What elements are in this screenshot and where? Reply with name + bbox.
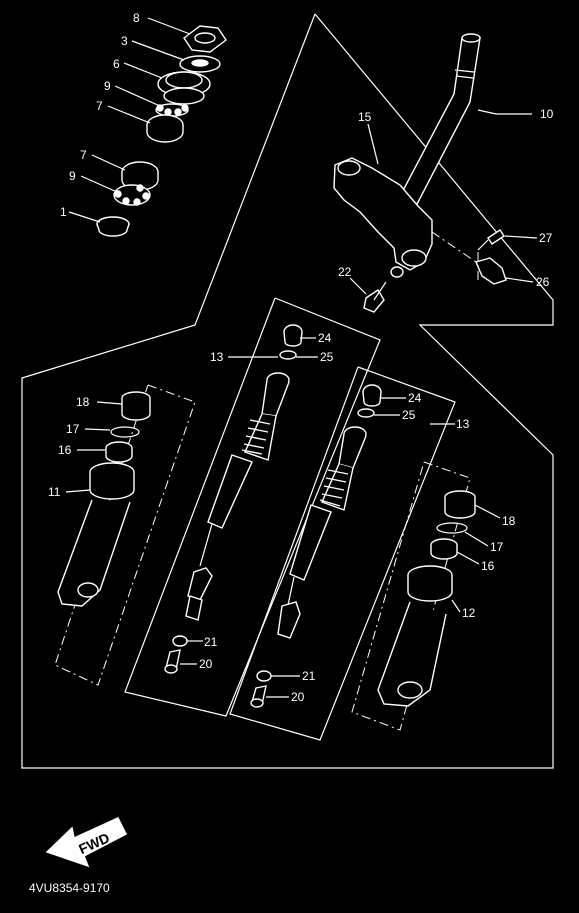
callout-7: 7 <box>96 99 103 113</box>
assembly-boundary <box>21 13 554 769</box>
callout-18: 18 <box>76 395 90 409</box>
callout-24: 24 <box>408 391 422 405</box>
part-washer-16-right <box>430 538 458 560</box>
part-outer-tube-11 <box>57 462 135 607</box>
part-bearing-9-upper <box>155 103 189 117</box>
callout-26: 26 <box>536 275 550 289</box>
part-oring-25-left <box>279 350 297 360</box>
callout-25: 25 <box>402 408 416 422</box>
callout-7: 7 <box>80 148 87 162</box>
part-washer-21-right <box>256 670 272 682</box>
diagram-code: 4VU8354-9170 <box>29 881 110 895</box>
part-seal-1 <box>96 216 130 237</box>
part-washer-21-left <box>172 635 188 647</box>
callout-1: 1 <box>60 205 67 219</box>
outer-tube-dashframe-right <box>351 461 471 731</box>
damper-group-frame-left <box>124 297 381 717</box>
callout-20: 20 <box>291 690 305 704</box>
callout-21: 21 <box>302 669 316 683</box>
part-race-7-upper <box>146 114 184 143</box>
part-nut-6 <box>157 71 211 105</box>
part-bolt-22 <box>363 281 387 313</box>
part-steering-stem-10 <box>397 33 481 209</box>
callout-20: 20 <box>199 657 213 671</box>
callout-17: 17 <box>66 422 80 436</box>
callout-8: 8 <box>133 11 140 25</box>
callout-18: 18 <box>502 514 516 528</box>
forward-arrow-icon: FWD <box>45 817 127 868</box>
callout-24: 24 <box>318 331 332 345</box>
part-bolt-20-left <box>164 649 181 674</box>
part-clip-17-left <box>110 426 140 438</box>
callout-12: 12 <box>462 606 476 620</box>
part-damper-rod-left <box>185 372 290 621</box>
callout-15: 15 <box>358 110 372 124</box>
callout-21: 21 <box>204 635 218 649</box>
callout-9: 9 <box>69 169 76 183</box>
callout-13: 13 <box>210 350 224 364</box>
callout-9: 9 <box>104 79 111 93</box>
part-bolt-27 <box>477 229 505 251</box>
callout-25: 25 <box>320 350 334 364</box>
part-washer-16-left <box>105 441 133 463</box>
part-oring-25-right <box>357 408 375 418</box>
callout-10: 10 <box>540 107 554 121</box>
callout-3: 3 <box>121 34 128 48</box>
part-bearing-9-lower <box>113 184 151 206</box>
part-washer-3 <box>179 55 221 73</box>
part-cap-24-left <box>283 324 303 347</box>
part-seal-18-right <box>444 490 476 519</box>
part-damper-rod-right <box>277 426 367 639</box>
fwd-label: FWD <box>76 830 112 858</box>
callout-16: 16 <box>58 443 72 457</box>
part-bracket-15 <box>333 157 433 278</box>
callout-22: 22 <box>338 265 352 279</box>
callout-16: 16 <box>481 559 495 573</box>
part-nut-8 <box>183 25 227 53</box>
callout-13: 13 <box>456 417 470 431</box>
part-cap-24-right <box>362 384 382 407</box>
part-bolt-20-right <box>250 685 267 708</box>
callout-6: 6 <box>113 57 120 71</box>
part-clip-17-right <box>436 522 468 534</box>
callout-27: 27 <box>539 231 553 245</box>
callout-11: 11 <box>48 485 61 499</box>
callout-17: 17 <box>490 540 504 554</box>
part-clamp-26 <box>475 257 507 285</box>
part-seal-18-left <box>121 391 151 421</box>
part-outer-tube-12 <box>377 565 453 707</box>
damper-group-frame-right <box>229 366 456 741</box>
